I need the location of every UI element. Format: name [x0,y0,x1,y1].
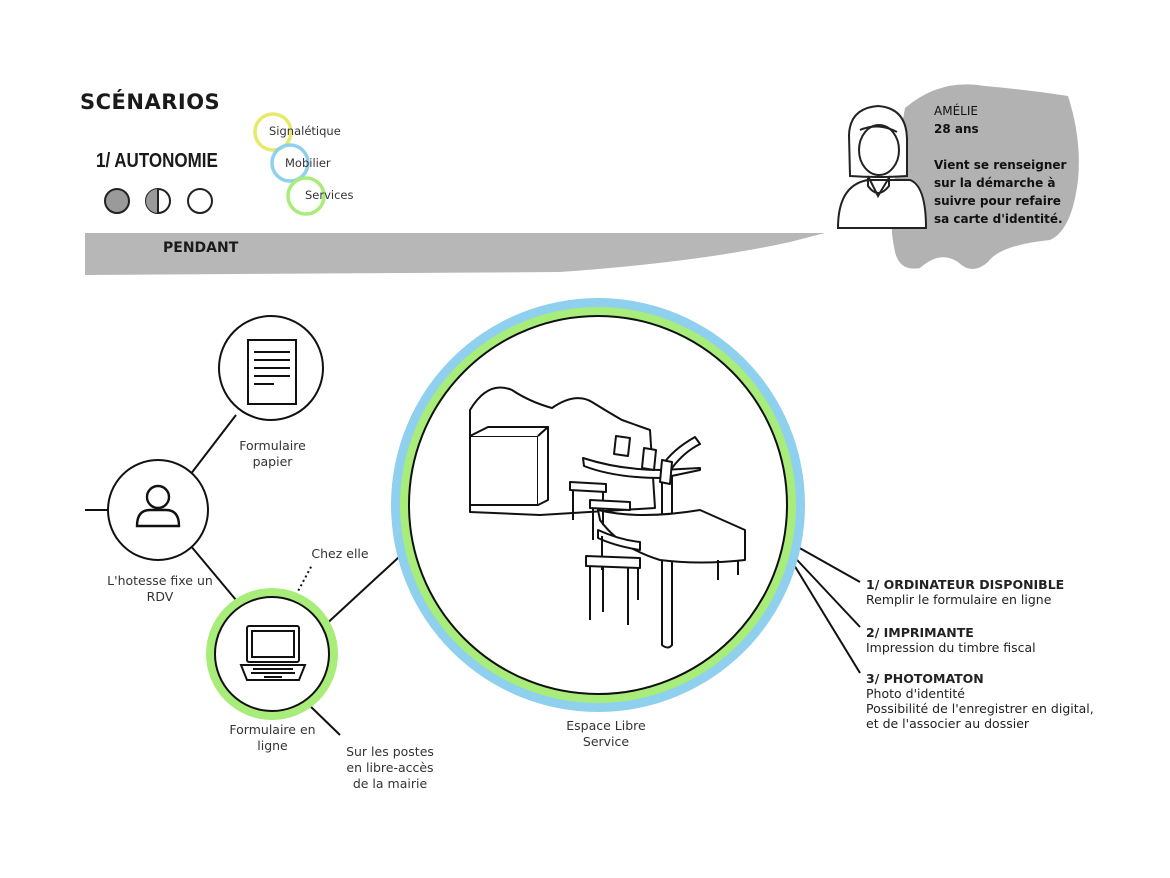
user-icon [135,484,181,528]
document-icon [247,339,297,405]
label-hotesse: L'hotesse fixe un RDV [107,573,213,604]
label-formulaire-papier: Formulaire papier [239,438,306,469]
persona-age: 28 ans [934,122,979,136]
legend-blue-ring [270,143,310,183]
legend-mobilier: Mobilier [285,156,331,170]
legend-services: Services [305,188,354,202]
autonomy-half-circle [145,188,171,214]
step-imprimante-title: 2/ IMPRIMANTE [866,625,974,640]
furniture-illustration [469,386,746,649]
step-imprimante: 2/ IMPRIMANTE Impression du timbre fisca… [866,625,1036,655]
scenario-title: 1/ AUTONOMIE [96,150,218,172]
label-formulaire-ligne: Formulaire en ligne [229,722,316,753]
persona-description: Vient se renseigner sur la démarche à su… [934,158,1067,226]
laptop-icon [239,625,307,681]
step-photomaton-title: 3/ PHOTOMATON [866,671,984,686]
step-photomaton: 3/ PHOTOMATON Photo d'identité Possibili… [866,671,1094,731]
step-ordinateur-title: 1/ ORDINATEUR DISPONIBLE [866,577,1065,592]
step-photomaton-line-2: Possibilité de l'enregistrer en digital, [866,701,1094,716]
persona-name: AMÉLIE [934,104,978,118]
autonomy-full-circle [104,188,130,214]
step-photomaton-line-3: et de l'associer au dossier [866,716,1030,731]
label-chez-elle: Chez elle [311,546,369,561]
step-ordinateur: 1/ ORDINATEUR DISPONIBLE Remplir le form… [866,577,1064,607]
label-postes: Sur les postes en libre-accès de la mair… [346,744,434,791]
label-espace: Espace Libre Service [566,718,646,749]
persona-blob [891,84,1079,269]
legend-green-ring [286,176,326,216]
persona-card: AMÉLIE 28 ans Vient se renseigner sur la… [934,102,1074,228]
legend-yellow-ring [253,112,293,152]
phase-band [85,233,825,275]
page-title: SCÉNARIOS [80,90,221,114]
phase-label: PENDANT [163,240,239,256]
legend-signaletique: Signalétique [269,124,341,138]
step-ordinateur-line: Remplir le formulaire en ligne [866,592,1052,607]
persona-woman-icon [836,104,928,229]
autonomy-empty-circle [187,188,213,214]
step-photomaton-line-1: Photo d'identité [866,686,965,701]
step-imprimante-line: Impression du timbre fiscal [866,640,1036,655]
